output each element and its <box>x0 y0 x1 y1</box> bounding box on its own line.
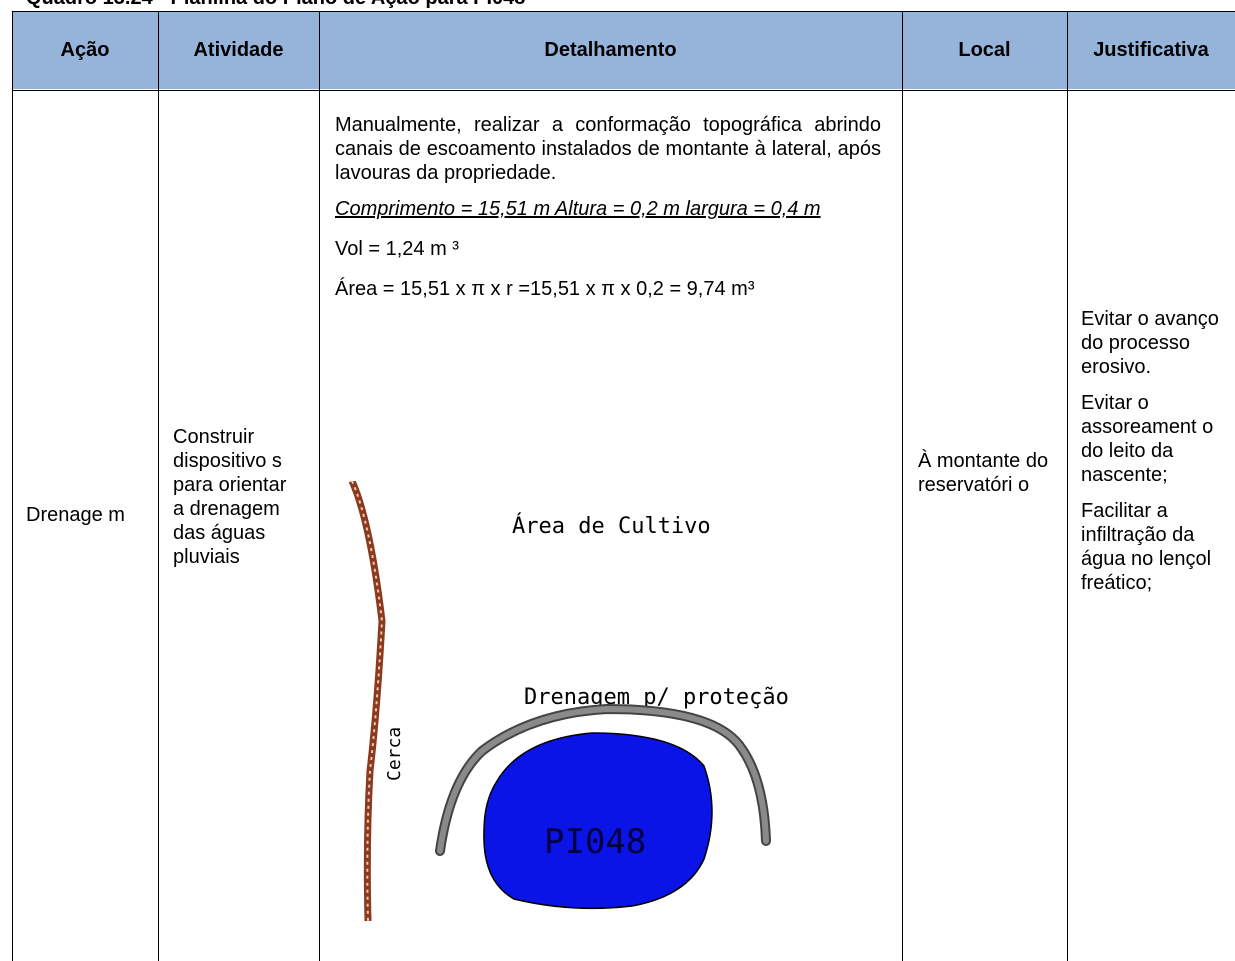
header-justificativa: Justificativa <box>1093 38 1209 61</box>
cell-justificativa: Evitar o avanço do processo erosivo. Evi… <box>1081 307 1235 607</box>
cell-detalhamento: Manualmente, realizar a conformação topo… <box>335 113 881 301</box>
header-atividade: Atividade <box>193 38 284 61</box>
header-detalhamento: Detalhamento <box>544 38 677 61</box>
justificativa-item: Evitar o avanço do processo erosivo. <box>1081 308 1219 378</box>
pond-label: PI048 <box>544 822 646 862</box>
grid-line <box>158 11 159 961</box>
table-caption: Quadro 13.24 - Planilha do Plano de Ação… <box>26 0 525 10</box>
pond <box>483 732 713 910</box>
justificativa-item: Evitar o assoreament o do leito da nasce… <box>1081 392 1214 486</box>
table-header-row <box>12 11 1235 89</box>
grid-line <box>319 11 320 961</box>
detail-paragraph: Manualmente, realizar a conformação topo… <box>335 114 881 184</box>
justificativa-item: Facilitar a infiltração da água no lenço… <box>1081 500 1212 594</box>
cell-local: À montante do reservatóri o <box>918 450 1049 496</box>
grid-line <box>902 11 903 961</box>
action-plan-table: Ação Atividade Detalhamento Local Justif… <box>12 11 1235 961</box>
drainage-sketch: Cerca Área de Cultivo Drenagem p/ proteç… <box>348 481 789 922</box>
header-acao: Ação <box>60 38 110 61</box>
fence-label: Cerca <box>384 727 405 781</box>
detail-dimensions: Comprimento = 15,51 m Altura = 0,2 m lar… <box>335 198 821 220</box>
grid-line <box>12 90 1235 91</box>
fence-line <box>348 481 386 922</box>
detail-area: Área = 15,51 x π x r =15,51 x π x 0,2 = … <box>335 278 755 300</box>
grid-line <box>12 11 1235 12</box>
cell-atividade: Construir dispositivo s para orientar a … <box>173 426 287 568</box>
grid-line <box>12 11 13 961</box>
header-local: Local <box>958 38 1011 61</box>
area-label: Área de Cultivo <box>512 513 711 539</box>
drain-label: Drenagem p/ proteção <box>524 685 789 710</box>
grid-line <box>1067 11 1068 961</box>
detail-volume: Vol = 1,24 m ³ <box>335 238 459 260</box>
cell-acao: Drenage m <box>26 504 125 526</box>
